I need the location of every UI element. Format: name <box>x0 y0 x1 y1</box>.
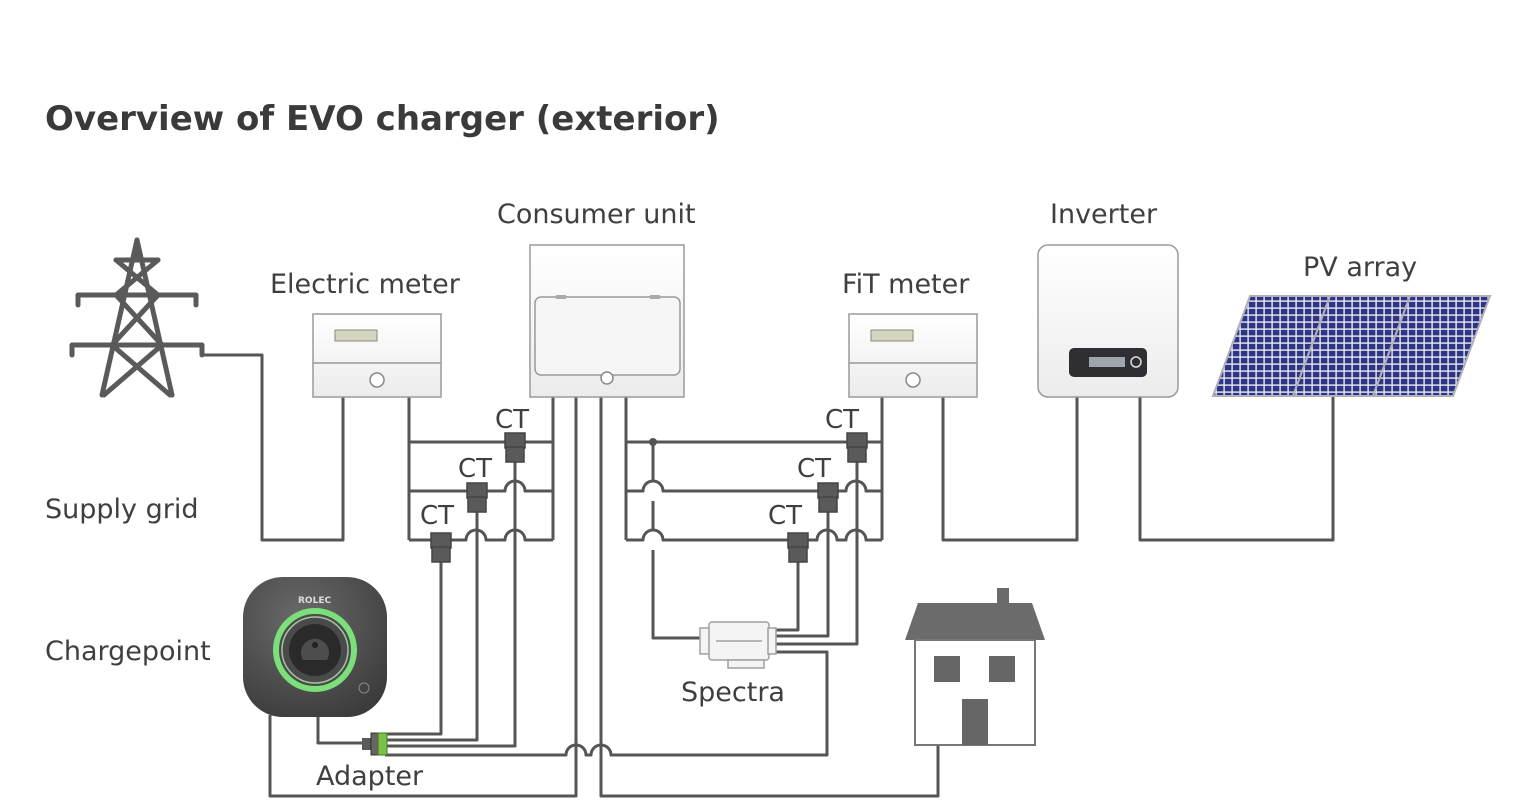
consumer-unit-label: Consumer unit <box>497 199 696 230</box>
ct-label: CT <box>458 454 492 484</box>
ct-clamp <box>504 432 526 463</box>
ct-label: CT <box>495 405 529 435</box>
ct-label: CT <box>420 501 454 531</box>
ct-label: CT <box>797 454 831 484</box>
ct-clamp <box>817 482 839 513</box>
pylon-icon <box>69 237 205 398</box>
ct-clamp <box>466 482 488 513</box>
electric-meter <box>312 313 442 398</box>
spectra-label: Spectra <box>681 677 785 708</box>
inverter <box>1037 244 1179 398</box>
chargepoint: ROLEC <box>243 577 387 717</box>
electric-meter-label: Electric meter <box>270 269 461 300</box>
inverter-label: Inverter <box>1050 199 1158 230</box>
adapter <box>362 732 388 756</box>
spectra-device <box>699 621 777 669</box>
ct-clamps <box>430 432 868 563</box>
house-icon <box>905 588 1045 746</box>
chargepoint-brand: ROLEC <box>298 596 331 606</box>
diagram-title: Overview of EVO charger (exterior) <box>45 99 720 139</box>
consumer-unit <box>529 244 685 398</box>
supply-grid-label: Supply grid <box>45 494 198 525</box>
ct-label: CT <box>768 501 802 531</box>
pv-array <box>1211 295 1492 397</box>
ct-clamp <box>787 532 809 563</box>
pv-array-label: PV array <box>1303 252 1417 283</box>
fit-meter-label: FiT meter <box>842 269 970 300</box>
solar-panel <box>1371 295 1492 397</box>
fit-meter <box>848 313 978 398</box>
ct-label: CT <box>825 405 859 435</box>
adapter-label: Adapter <box>316 761 424 792</box>
ct-clamp <box>430 532 452 563</box>
chargepoint-label: Chargepoint <box>45 636 211 667</box>
ct-clamp <box>846 432 868 463</box>
wiring <box>201 353 1335 798</box>
